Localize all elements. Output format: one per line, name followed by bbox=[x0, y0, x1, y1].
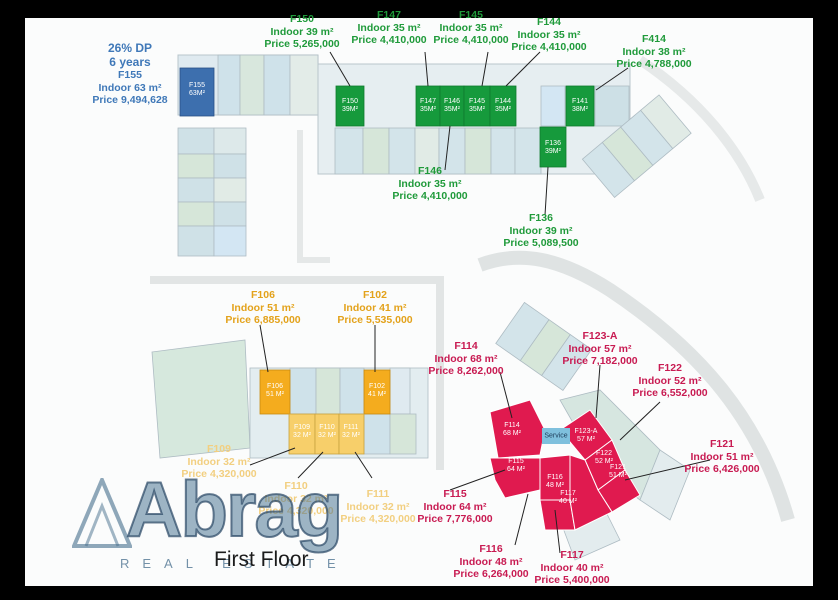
brand-tagline: REAL ESTATE bbox=[120, 556, 349, 571]
service-label: Service bbox=[544, 432, 568, 440]
unit-f145-shape bbox=[463, 85, 491, 127]
top-main-lower-cells bbox=[334, 85, 630, 175]
unit-f109-shape bbox=[288, 413, 316, 455]
unit-f141-shape bbox=[565, 85, 595, 127]
walkway-ne bbox=[637, 55, 765, 202]
leader-lines bbox=[249, 51, 711, 554]
unit-f136-shape bbox=[539, 126, 567, 168]
unit-f144-shape bbox=[489, 85, 517, 127]
unit-red-fill bbox=[569, 454, 613, 531]
unit-f146-shape bbox=[439, 85, 465, 127]
ne-wing bbox=[581, 94, 692, 199]
top-left-cells bbox=[217, 54, 319, 116]
light-yellow-units bbox=[288, 413, 365, 455]
left-column-cells bbox=[177, 127, 247, 257]
unit-f155-shape bbox=[179, 67, 215, 117]
green-units bbox=[335, 85, 595, 168]
service-room bbox=[542, 428, 570, 444]
unit-f102-shape bbox=[363, 369, 391, 415]
unit-f115-shape bbox=[489, 457, 541, 499]
unit-f147-shape bbox=[415, 85, 441, 127]
ramp bbox=[297, 130, 330, 263]
floor-title: First Floor bbox=[214, 548, 309, 571]
brand-logo-icon bbox=[72, 478, 132, 548]
brand-watermark: Abrag REAL ESTATE bbox=[72, 464, 392, 580]
unit-f110-shape bbox=[314, 413, 340, 455]
unit-f111-shape bbox=[338, 413, 365, 455]
yellow-units bbox=[259, 369, 391, 415]
corridor-center bbox=[150, 276, 444, 470]
unit-f106-shape bbox=[259, 369, 291, 415]
brand-name: Abrag bbox=[125, 464, 344, 554]
outer-walkway bbox=[477, 250, 795, 522]
red-units bbox=[489, 399, 641, 531]
